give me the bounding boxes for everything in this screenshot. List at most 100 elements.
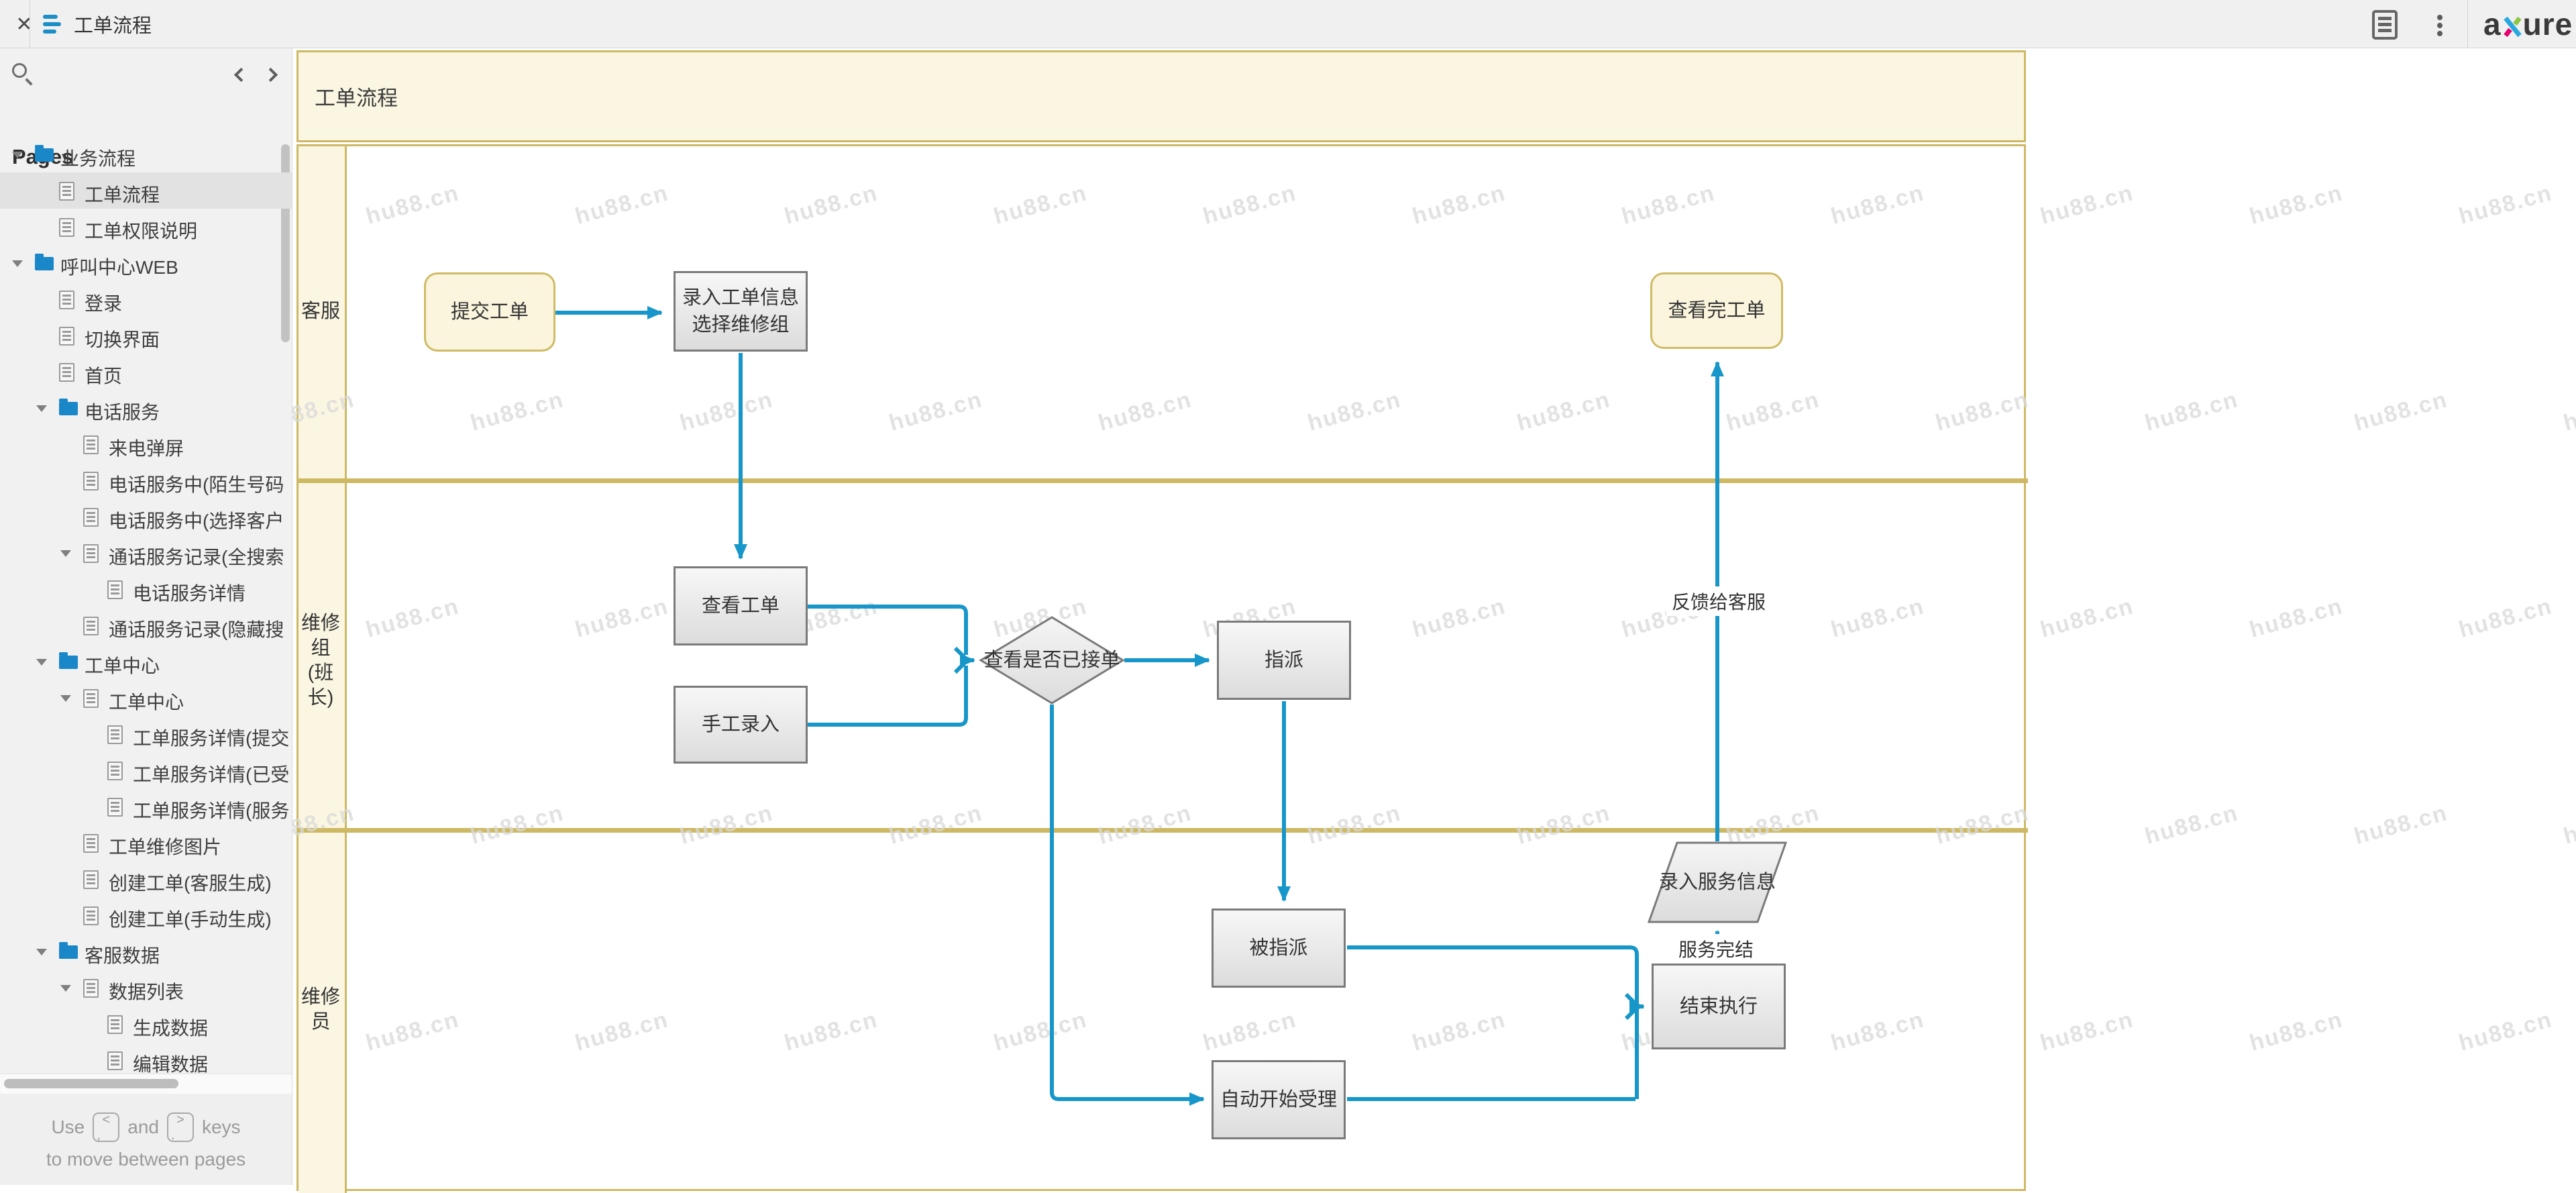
sidebar-item-label: 编辑数据 xyxy=(133,1054,209,1075)
flow-node-label: 自动开始受理 xyxy=(1220,1089,1337,1110)
page-icon xyxy=(83,834,99,853)
expand-arrow-icon[interactable] xyxy=(36,659,47,666)
page-icon xyxy=(107,1051,123,1070)
lane-divider xyxy=(299,828,2028,833)
page-tree: 业务流程工单流程工单权限说明呼叫中心WEB 登录切换界面首页电话服务来电弹屏电话服… xyxy=(0,48,292,1082)
expand-arrow-icon[interactable] xyxy=(12,260,23,267)
sidebar-item-label: 登录 xyxy=(85,293,123,314)
expand-arrow-icon[interactable] xyxy=(60,550,71,557)
sidebar-item[interactable]: 工单中心 xyxy=(0,643,292,680)
page-icon xyxy=(83,870,99,889)
sidebar-item[interactable]: 通话服务记录(隐藏搜 xyxy=(0,607,292,643)
page-icon xyxy=(59,327,74,346)
page-icon xyxy=(83,979,99,998)
sidebar-item-label: 通话服务记录(隐藏搜 xyxy=(109,619,284,640)
sidebar-item[interactable]: 来电弹屏 xyxy=(0,426,292,462)
flow-node-label: 结束执行 xyxy=(1679,996,1758,1017)
flow-node-label: 选择维修组 xyxy=(692,314,790,335)
sidebar-item-label: 电话服务详情 xyxy=(133,583,246,604)
sidebar-item[interactable]: 通话服务记录(全搜索 xyxy=(0,535,292,571)
axure-x-icon xyxy=(2503,16,2522,38)
sidebar-item[interactable]: 电话服务中(选择客户 xyxy=(0,499,292,535)
page-icon xyxy=(107,798,123,817)
expand-arrow-icon[interactable] xyxy=(60,985,71,992)
expand-arrow-icon[interactable] xyxy=(60,695,71,702)
logo-text: a xyxy=(2483,7,2502,42)
diagram-title-band: 工单流程 xyxy=(297,50,2026,142)
sidebar-item[interactable]: 电话服务中(陌生号码 xyxy=(0,462,292,499)
flow-node-label: 查看工单 xyxy=(701,595,780,617)
sidebar-item-label: 呼叫中心WEB xyxy=(60,257,178,278)
page-title: 工单流程 xyxy=(74,15,152,37)
sidebar-item[interactable]: 工单流程 xyxy=(0,172,292,209)
flow-node-enter-order-info: 录入工单信息选择维修组 xyxy=(674,271,808,352)
sidebar-item[interactable]: 电话服务 xyxy=(0,390,292,426)
flow-node-label: 提交工单 xyxy=(450,301,529,323)
flow-node-label: 指派 xyxy=(1264,650,1303,671)
sidebar-item-label: 工单流程 xyxy=(85,185,160,205)
expand-arrow-icon[interactable] xyxy=(36,949,47,955)
sidebar-item[interactable]: 编辑数据 xyxy=(0,1042,292,1078)
sidebar-item-label: 电话服务中(选择客户 xyxy=(109,511,284,531)
flow-node-label: 录入工单信息 xyxy=(682,287,799,309)
flow-node-label: 录入服务信息 xyxy=(1658,872,1776,893)
sidebar-item-label: 通话服务记录(全搜索 xyxy=(109,547,284,568)
flow-node-label: 被指派 xyxy=(1249,937,1308,959)
sidebar-item[interactable]: 呼叫中心WEB xyxy=(0,245,292,281)
page-icon xyxy=(107,725,123,744)
lane-label-column xyxy=(299,146,347,1193)
sidebar-item-label: 切换界面 xyxy=(85,329,160,350)
pages-sidebar: Pages 业务流程工单流程工单权限说明呼叫中心WEB登录切换界面首页电话服务来… xyxy=(0,48,292,1185)
expand-arrow-icon[interactable] xyxy=(12,152,23,158)
flow-node-check-accepted: 查看是否已接单 xyxy=(981,617,1123,703)
page-icon xyxy=(83,617,99,635)
notes-icon[interactable] xyxy=(2372,10,2398,40)
sidebar-item[interactable]: 工单服务详情(服务 xyxy=(0,788,292,825)
sidebar-item[interactable]: 登录 xyxy=(0,281,292,317)
sidebar-item[interactable]: 业务流程 xyxy=(0,136,292,172)
page-icon xyxy=(59,363,74,382)
folder-icon xyxy=(35,254,54,270)
sidebar-item[interactable]: 工单中心 xyxy=(0,680,292,716)
sidebar-item[interactable]: 首页 xyxy=(0,354,292,390)
sidebar-item-label: 工单维修图片 xyxy=(109,837,222,858)
sidebar-item-label: 首页 xyxy=(85,366,123,386)
lane-divider xyxy=(299,478,2028,483)
close-icon[interactable]: ✕ xyxy=(15,13,33,36)
sidebar-item[interactable]: 数据列表 xyxy=(0,970,292,1006)
sidebar-item[interactable]: 创建工单(手动生成) xyxy=(0,897,292,933)
sidebar-item[interactable]: 电话服务详情 xyxy=(0,571,292,607)
sidebar-item-label: 工单服务详情(提交 xyxy=(133,728,290,749)
sidebar-item[interactable]: 创建工单(客服生成) xyxy=(0,861,292,897)
page-icon xyxy=(59,218,74,237)
sidebar-item-label: 创建工单(客服生成) xyxy=(109,873,272,894)
more-menu-icon[interactable] xyxy=(2437,15,2443,20)
sidebar-item-label: 工单服务详情(已受 xyxy=(133,764,290,785)
sidebar-item[interactable]: 工单服务详情(已受 xyxy=(0,752,292,788)
page-icon xyxy=(83,906,99,925)
sidebar-item[interactable]: 工单服务详情(提交 xyxy=(0,716,292,752)
horizontal-scrollbar[interactable] xyxy=(4,1079,178,1088)
sidebar-item[interactable]: 生成数据 xyxy=(0,1006,292,1042)
flow-node-manual-entry: 手工录入 xyxy=(674,686,808,764)
flow-node-assign: 指派 xyxy=(1217,621,1351,700)
sidebar-item[interactable]: 工单维修图片 xyxy=(0,825,292,861)
expand-arrow-icon[interactable] xyxy=(36,405,47,412)
sidebar-item-label: 工单中心 xyxy=(85,656,160,676)
period-key-icon: >. xyxy=(166,1112,194,1142)
page-icon xyxy=(107,762,123,780)
sidebar-item-label: 工单权限说明 xyxy=(85,221,198,242)
sidebar-item[interactable]: 客服数据 xyxy=(0,933,292,970)
sidebar-item-label: 来电弹屏 xyxy=(109,438,184,459)
sidebar-item-label: 生成数据 xyxy=(133,1018,209,1039)
sidebar-item[interactable]: 工单权限说明 xyxy=(0,209,292,245)
hint-text: Use xyxy=(51,1117,85,1137)
search-icon[interactable] xyxy=(12,63,27,78)
sidebar-item[interactable]: 切换界面 xyxy=(0,317,292,354)
lane-label-repair-worker: 维修员 xyxy=(301,986,340,1033)
sidebar-toggle-icon[interactable] xyxy=(43,13,63,35)
page-icon xyxy=(59,182,74,201)
sidebar-item-label: 客服数据 xyxy=(85,945,160,966)
